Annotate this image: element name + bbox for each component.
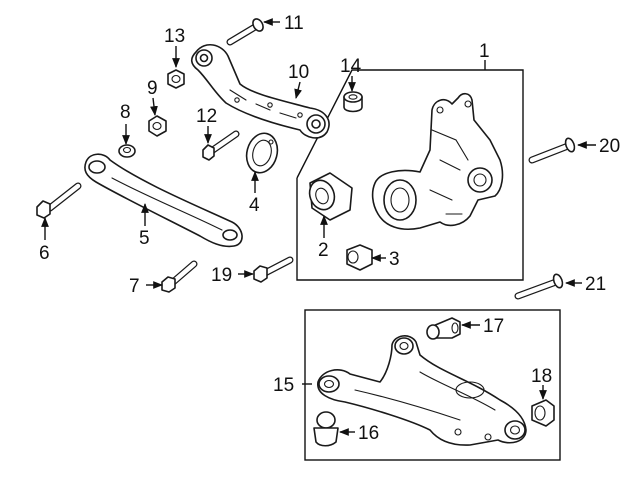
callout-4: 4 bbox=[249, 195, 260, 216]
lateral-link-5-icon bbox=[84, 153, 243, 248]
bushing-2-icon bbox=[308, 172, 353, 221]
bolt-7-icon bbox=[161, 260, 198, 293]
knuckle-group-bracket bbox=[296, 69, 524, 281]
callout-19: 19 bbox=[211, 265, 232, 286]
bolt-19-icon bbox=[253, 256, 294, 283]
leader-10 bbox=[294, 81, 302, 99]
upper-control-arm-10-icon bbox=[190, 44, 330, 139]
lower-arm-group-box bbox=[304, 309, 561, 461]
bushing-18-icon bbox=[531, 399, 555, 427]
leader-9 bbox=[150, 97, 158, 116]
callout-12: 12 bbox=[196, 106, 217, 127]
bolt-11-icon bbox=[226, 18, 264, 46]
cam-washer-4-icon bbox=[245, 132, 279, 174]
knuckle-1-icon bbox=[371, 92, 504, 230]
callout-20: 20 bbox=[599, 136, 620, 157]
callout-10: 10 bbox=[288, 62, 309, 83]
bolt-6-icon bbox=[36, 182, 82, 219]
bushing-17-icon bbox=[426, 317, 461, 340]
callout-9: 9 bbox=[147, 78, 158, 99]
callout-8: 8 bbox=[120, 102, 131, 123]
nut-13-icon bbox=[167, 69, 185, 89]
ball-joint-16-icon bbox=[313, 411, 339, 447]
callout-16: 16 bbox=[358, 423, 379, 444]
callout-14: 14 bbox=[340, 56, 362, 77]
lower-control-arm-15-icon bbox=[317, 335, 527, 446]
bushing-3-icon bbox=[346, 244, 373, 271]
callout-21: 21 bbox=[585, 274, 606, 295]
bushing-14-icon bbox=[343, 91, 363, 113]
callout-18: 18 bbox=[531, 366, 552, 387]
callout-5: 5 bbox=[139, 228, 150, 249]
callout-11: 11 bbox=[284, 13, 304, 34]
washer-8-icon bbox=[118, 144, 136, 158]
callout-7: 7 bbox=[129, 276, 140, 297]
callout-1: 1 bbox=[479, 41, 490, 62]
callout-15: 15 bbox=[273, 375, 294, 396]
callout-3: 3 bbox=[389, 249, 400, 270]
callout-13: 13 bbox=[164, 26, 185, 47]
pin-20-icon bbox=[528, 137, 576, 164]
nut-9-icon bbox=[148, 115, 167, 137]
bolt-12-icon bbox=[202, 130, 240, 161]
pin-21-icon bbox=[514, 273, 564, 300]
callout-2: 2 bbox=[318, 240, 329, 261]
callout-6: 6 bbox=[39, 243, 50, 264]
callout-17: 17 bbox=[483, 316, 504, 337]
